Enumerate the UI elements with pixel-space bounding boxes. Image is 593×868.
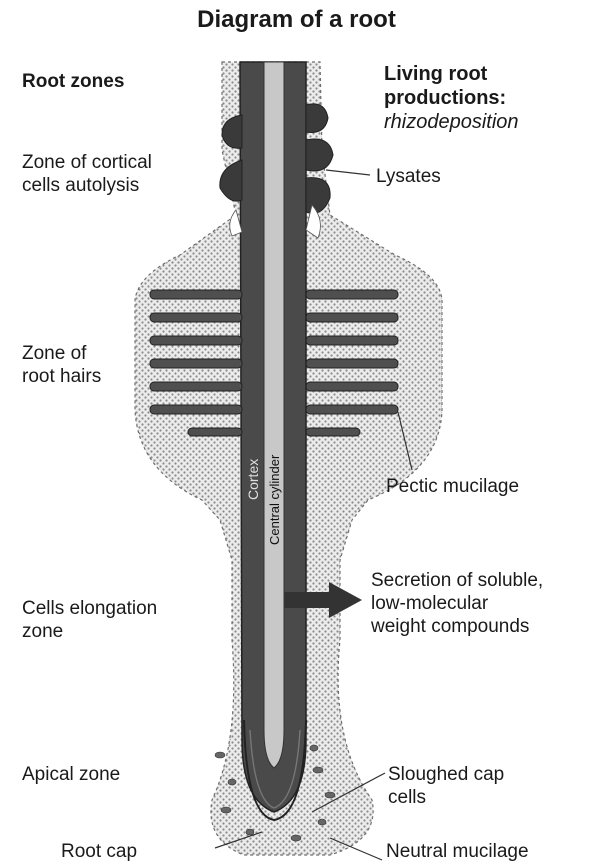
zone-elongation: Cells elongation zone bbox=[22, 597, 157, 643]
neutral-mucilage-label: Neutral mucilage bbox=[386, 840, 529, 863]
zone-cortical-autolysis: Zone of cortical cells autolysis bbox=[22, 151, 152, 197]
secretion-label: Secretion of soluble, low-molecular weig… bbox=[371, 569, 543, 638]
page-title: Diagram of a root bbox=[0, 8, 593, 31]
zone-root-hairs: Zone of root hairs bbox=[22, 342, 101, 388]
central-cylinder-label: Central cylinder bbox=[267, 454, 282, 545]
productions-header: Living root productions: rhizodeposition bbox=[384, 62, 519, 134]
zone-root-cap: Root cap bbox=[61, 840, 137, 863]
sloughed-cap-label: Sloughed cap cells bbox=[388, 763, 504, 809]
lysates-label: Lysates bbox=[376, 165, 441, 188]
cortex-label: Cortex bbox=[245, 459, 261, 500]
pectic-mucilage-label: Pectic mucilage bbox=[386, 475, 519, 498]
root-zones-header: Root zones bbox=[22, 70, 124, 93]
zone-apical: Apical zone bbox=[22, 763, 120, 786]
central-cylinder bbox=[264, 62, 284, 768]
